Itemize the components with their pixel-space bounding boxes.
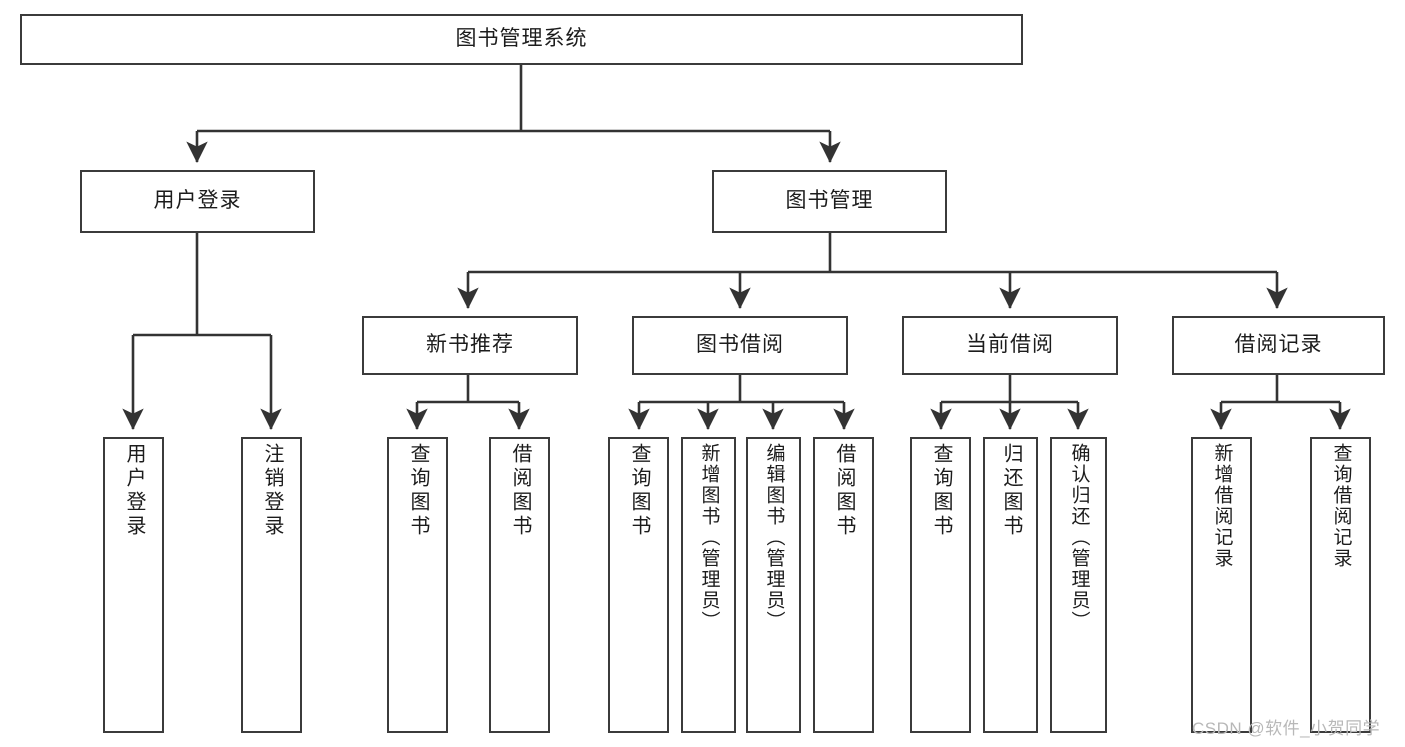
leaf-label: 查询图书 xyxy=(930,443,952,539)
leaf-book-borrow-borrow[interactable]: 借阅图书 xyxy=(813,437,874,733)
node-root[interactable]: 图书管理系统 xyxy=(20,14,1023,65)
leaf-current-borrow-query[interactable]: 查询图书 xyxy=(910,437,971,733)
node-borrow-record[interactable]: 借阅记录 xyxy=(1172,316,1385,375)
node-borrow-record-label: 借阅记录 xyxy=(1234,333,1323,357)
leaf-new-book-borrow[interactable]: 借阅图书 xyxy=(489,437,550,733)
leaf-current-borrow-confirm[interactable]: 确认归还（管理员） xyxy=(1050,437,1107,733)
leaf-borrow-record-query[interactable]: 查询借阅记录 xyxy=(1310,437,1371,733)
leaf-label: 编辑图书（管理员） xyxy=(763,443,785,632)
leaf-label: 查询图书 xyxy=(407,443,429,539)
leaf-book-borrow-add[interactable]: 新增图书（管理员） xyxy=(681,437,736,733)
node-user-login-label: 用户登录 xyxy=(153,189,242,213)
leaf-label: 查询图书 xyxy=(628,443,650,539)
leaf-label: 借阅图书 xyxy=(833,443,855,539)
node-current-borrow-label: 当前借阅 xyxy=(966,333,1054,357)
leaf-new-book-query[interactable]: 查询图书 xyxy=(387,437,448,733)
node-new-book-recommend-label: 新书推荐 xyxy=(426,333,514,357)
leaf-label: 用户登录 xyxy=(123,443,145,539)
node-book-manage-label: 图书管理 xyxy=(785,189,874,213)
node-book-borrow[interactable]: 图书借阅 xyxy=(632,316,848,375)
node-book-borrow-label: 图书借阅 xyxy=(696,333,784,357)
leaf-label: 查询借阅记录 xyxy=(1330,443,1352,569)
leaf-book-borrow-edit[interactable]: 编辑图书（管理员） xyxy=(746,437,801,733)
leaf-label: 新增借阅记录 xyxy=(1211,443,1233,569)
leaf-book-borrow-query[interactable]: 查询图书 xyxy=(608,437,669,733)
leaf-label: 注销登录 xyxy=(261,443,283,539)
node-current-borrow[interactable]: 当前借阅 xyxy=(902,316,1118,375)
node-user-login[interactable]: 用户登录 xyxy=(80,170,315,233)
csdn-watermark: CSDN @软件_小贺同学 xyxy=(1192,719,1381,738)
leaf-label: 新增图书（管理员） xyxy=(698,443,720,632)
leaf-borrow-record-add[interactable]: 新增借阅记录 xyxy=(1191,437,1252,733)
node-root-label: 图书管理系统 xyxy=(455,27,588,51)
leaf-user-login-login[interactable]: 用户登录 xyxy=(103,437,164,733)
node-book-manage[interactable]: 图书管理 xyxy=(712,170,947,233)
leaf-user-login-logout[interactable]: 注销登录 xyxy=(241,437,302,733)
leaf-label: 确认归还（管理员） xyxy=(1068,443,1090,632)
leaf-label: 归还图书 xyxy=(1000,443,1022,539)
leaf-current-borrow-return[interactable]: 归还图书 xyxy=(983,437,1038,733)
leaf-label: 借阅图书 xyxy=(509,443,531,539)
node-new-book-recommend[interactable]: 新书推荐 xyxy=(362,316,578,375)
